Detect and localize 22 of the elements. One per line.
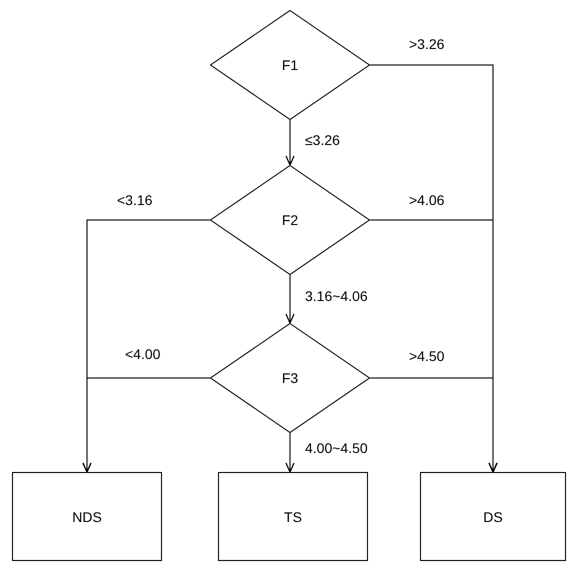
edge-label: 4.00~4.50	[304, 440, 369, 456]
node-label: TS	[284, 508, 302, 524]
node-label: DS	[483, 508, 503, 524]
outcome-box	[12, 472, 162, 561]
edge-label: ≤3.26	[304, 132, 341, 148]
node-label: F2	[282, 212, 298, 228]
edge-label: >3.26	[408, 36, 446, 52]
edge-label: <4.00	[124, 346, 162, 362]
outcome-box	[420, 472, 566, 561]
arrow	[285, 274, 295, 324]
arrow	[82, 378, 210, 473]
arrow	[370, 378, 498, 473]
edge-label: <3.16	[116, 192, 154, 208]
node-label: NDS	[72, 508, 102, 524]
arrow	[285, 432, 295, 473]
outcome-box	[218, 472, 368, 561]
arrow	[285, 120, 295, 166]
edge-label: 3.16~4.06	[304, 288, 369, 304]
edge-label: >4.06	[408, 192, 446, 208]
edge-label: >4.50	[408, 348, 446, 364]
node-label: F1	[282, 57, 298, 73]
node-label: F3	[282, 370, 298, 386]
